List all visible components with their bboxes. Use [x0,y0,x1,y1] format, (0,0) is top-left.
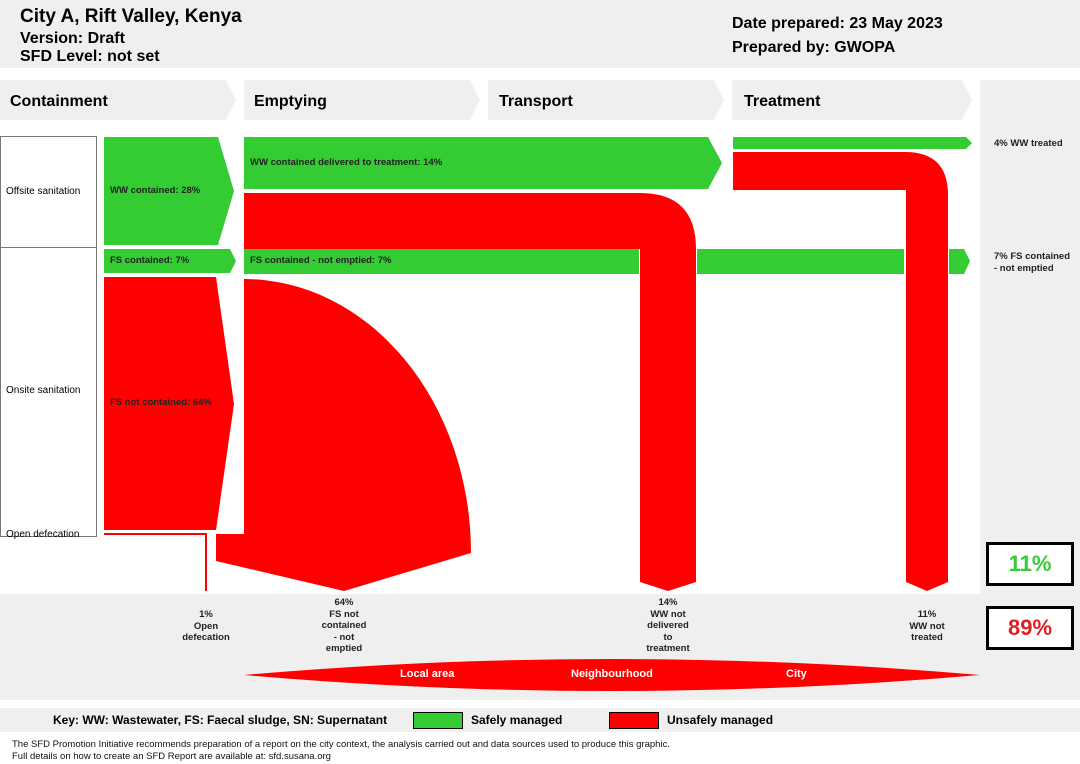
fs-not-contained-flow [104,277,234,530]
key-safe-label: Safely managed [471,713,563,727]
sfd-level-label: SFD Level: not set [20,48,160,65]
area-label-city: City [786,668,807,680]
stage-label-emptying: Emptying [254,93,327,110]
bottom-label-fs-not-contained: 64% FS not contained - not emptied [321,597,367,654]
row-label-offsite: Offsite sanitation [6,186,81,197]
footer-line-2: Full details on how to create an SFD Rep… [12,751,331,762]
stage-chevron-transport [488,80,724,120]
date-prepared: Date prepared: 23 May 2023 [732,15,943,32]
fs-not-emptied-flow-a [244,249,639,274]
footer-line-1: The SFD Promotion Initiative recommends … [12,739,670,750]
fs-not-emptied-flow-b [697,249,904,274]
outcome-ww-treated: 4% WW treated [994,138,1063,149]
ww-contained-flow [104,137,234,245]
stage-label-treatment: Treatment [744,93,821,110]
stage-label-transport: Transport [499,93,573,110]
ww-not-treated-flow [733,152,948,591]
stage-chevron-treatment [732,80,972,120]
row-label-open-defecation: Open defecation [6,529,80,540]
key-text: Key: WW: Wastewater, FS: Faecal sludge, … [53,713,388,727]
stage-chevron-containment [0,80,236,120]
bottom-label-ww-not-delivered: 14% WW not delivered to treatment [646,597,690,654]
onsite-row-box [0,247,97,537]
footer-note: The SFD Promotion Initiative recommends … [12,739,670,763]
unsafe-total-value: 89% [1007,615,1053,640]
bottom-label-ww-not-treated: 11% WW not treated [909,609,945,643]
area-label-neighbourhood: Neighbourhood [571,668,653,680]
label-ww-contained: WW contained: 28% [110,185,201,196]
ww-treated-flow [733,137,972,149]
version-label: Version: Draft [20,30,125,47]
safe-total-value: 11% [1008,551,1052,576]
ww-delivered-flow [244,137,722,189]
bottom-label-open-defecation: 1% Open defecation [182,609,230,643]
stage-chevron-emptying [244,80,480,120]
unsafe-total-box: 89% [986,606,1074,650]
area-label-local: Local area [400,668,455,680]
label-fs-not-contained: FS not contained: 64% [110,397,212,408]
label-fs-not-emptied: FS contained - not emptied: 7% [250,255,392,266]
key-unsafe-label: Unsafely managed [667,713,774,727]
fs-contained-flow [104,249,236,273]
area-ellipse [244,659,980,691]
label-ww-delivered: WW contained delivered to treatment: 14% [250,157,443,168]
outcome-fs-not-emptied: 7% FS contained - not emptied [994,251,1071,274]
stage-label-containment: Containment [10,93,108,110]
header-band [0,0,1080,68]
outcome-panel [980,80,1080,594]
key-safe-swatch [413,712,463,729]
prepared-by: Prepared by: GWOPA [732,39,896,56]
ww-not-delivered-flow [244,193,696,591]
safe-total-box: 11% [986,542,1074,586]
open-defecation-flow [104,533,207,591]
fs-not-contained-quarter [216,279,471,591]
label-fs-contained: FS contained: 7% [110,255,190,266]
key-unsafe-swatch [609,712,659,729]
sfd-flow-diagram [0,80,980,691]
fs-not-emptied-flow-c [949,249,970,274]
city-title: City A, Rift Valley, Kenya [20,6,242,27]
row-label-onsite: Onsite sanitation [6,385,81,396]
offsite-row-box [0,136,97,248]
key-band [0,708,1080,732]
